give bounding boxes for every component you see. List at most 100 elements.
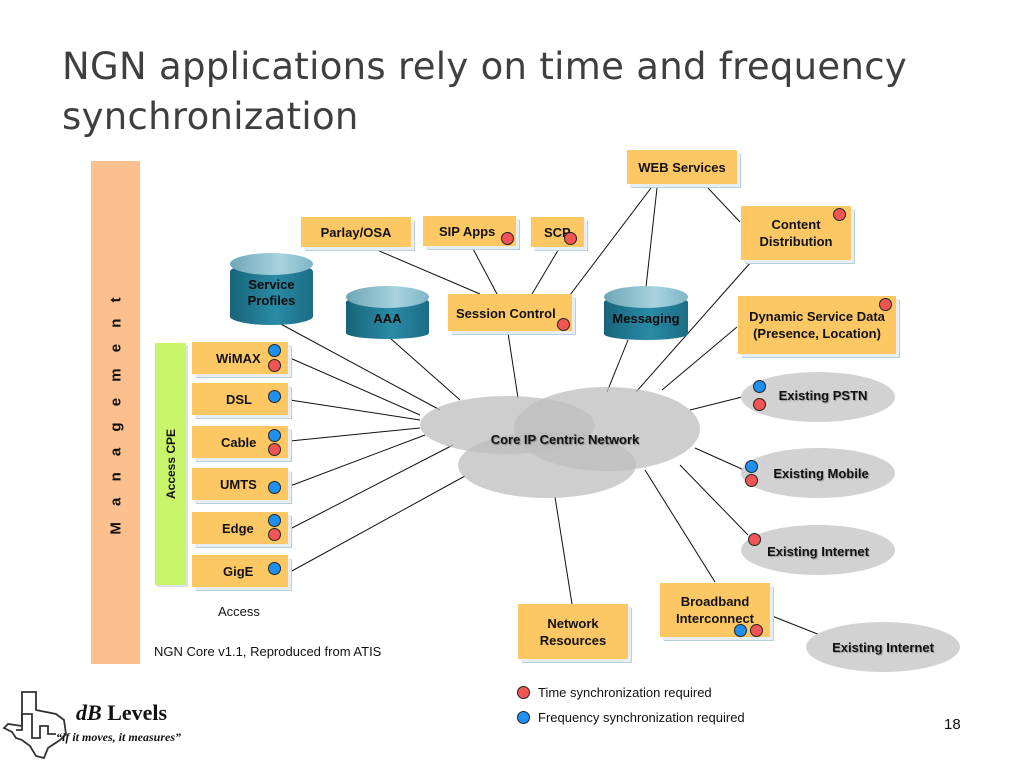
dynamic-service-data-label-line1: Dynamic Service Data bbox=[749, 309, 885, 324]
existing-mobile: Existing Mobile bbox=[741, 448, 895, 498]
sip-apps-label: SIP Apps bbox=[439, 223, 496, 239]
time-sync-icon bbox=[750, 624, 763, 637]
link-core-pstn bbox=[689, 396, 743, 411]
frequency-sync-icon bbox=[745, 460, 758, 473]
existing-internet-2-label: Existing Internet bbox=[832, 639, 934, 655]
link-web-session bbox=[569, 187, 652, 296]
link-edge-core bbox=[289, 444, 454, 530]
access-caption: Access bbox=[218, 604, 260, 619]
frequency-sync-icon bbox=[753, 380, 766, 393]
legend-time-sync: Time synchronization required bbox=[517, 685, 712, 700]
link-core-netres bbox=[554, 496, 573, 605]
link-wimax-core bbox=[289, 357, 421, 416]
time-sync-icon bbox=[833, 208, 846, 221]
service-profiles-label-line1: Service bbox=[248, 277, 295, 292]
link-messaging-core bbox=[606, 339, 629, 393]
page-number: 18 bbox=[944, 716, 961, 733]
logo-name-italic: dB bbox=[76, 700, 102, 725]
frequency-sync-icon bbox=[268, 429, 281, 442]
broadband-interconnect-label-line1: Broadband bbox=[680, 594, 750, 609]
core-network-label: Core IP Centric Network bbox=[490, 432, 640, 447]
broadband-interconnect-box: Broadband Interconnect bbox=[660, 583, 770, 637]
link-session-core bbox=[507, 332, 519, 399]
legend-frequency-sync: Frequency synchronization required bbox=[517, 710, 745, 725]
access-node-label: GigE bbox=[223, 563, 254, 579]
link-profiles-core bbox=[276, 321, 441, 411]
content-distribution-box: Content Distribution bbox=[741, 206, 851, 260]
time-sync-icon bbox=[268, 528, 281, 541]
sip-apps-box: SIP Apps bbox=[423, 216, 516, 246]
access-node-label: Edge bbox=[222, 520, 254, 536]
link-core-mobile bbox=[694, 447, 745, 471]
web-services-box: WEB Services bbox=[627, 150, 737, 184]
access-node-label: Cable bbox=[221, 434, 257, 450]
access-cpe-label: Access CPE bbox=[163, 428, 178, 500]
link-content-core bbox=[635, 261, 752, 393]
parlay-osa-label: Parlay/OSA bbox=[320, 224, 392, 240]
messaging-label: Messaging bbox=[612, 311, 680, 326]
content-distribution-label-line2: Distribution bbox=[759, 234, 833, 249]
link-cable-core bbox=[289, 427, 421, 442]
time-sync-icon bbox=[753, 398, 766, 411]
link-dynamic-core bbox=[661, 326, 738, 391]
time-sync-icon bbox=[268, 443, 281, 456]
frequency-sync-icon bbox=[268, 562, 281, 575]
existing-pstn: Existing PSTN bbox=[741, 372, 895, 422]
cylinder-top bbox=[346, 286, 429, 308]
source-caption: NGN Core v1.1, Reproduced from ATIS bbox=[154, 644, 382, 659]
db-levels-logo: dB Levels “if it moves, it measures” bbox=[2, 690, 212, 762]
link-broadband-internet2 bbox=[771, 615, 821, 636]
link-parlay-session bbox=[369, 246, 481, 295]
time-sync-icon bbox=[501, 232, 514, 245]
link-web-messaging bbox=[644, 187, 658, 297]
logo-name-rest: Levels bbox=[101, 700, 168, 725]
session-control-box: Session Control bbox=[448, 294, 572, 331]
service-profiles-label-line2: Profiles bbox=[247, 293, 296, 308]
cylinder-top bbox=[230, 253, 313, 275]
time-sync-icon bbox=[748, 533, 761, 546]
existing-pstn-label: Existing PSTN bbox=[778, 387, 868, 403]
link-gige-core bbox=[289, 475, 466, 573]
time-sync-icon bbox=[564, 232, 577, 245]
time-sync-icon bbox=[268, 359, 281, 372]
access-node-label: UMTS bbox=[220, 476, 257, 492]
legend-frequency-label: Frequency synchronization required bbox=[538, 710, 745, 725]
dynamic-service-data-label-line2: (Presence, Location) bbox=[753, 326, 881, 341]
link-web-content bbox=[707, 187, 741, 223]
texas-map-icon bbox=[2, 691, 67, 760]
cylinder-top bbox=[604, 286, 688, 308]
existing-internet-1: Existing Internet bbox=[741, 525, 895, 575]
session-control-label: Session Control bbox=[456, 306, 556, 321]
time-sync-icon bbox=[879, 298, 892, 311]
access-node-gige: GigE bbox=[192, 555, 288, 587]
network-resources-label-line1: Network bbox=[547, 615, 599, 631]
legend-time-label: Time synchronization required bbox=[538, 685, 712, 700]
frequency-sync-icon bbox=[268, 481, 281, 494]
access-cpe-bar: Access CPE bbox=[155, 343, 186, 585]
database-messaging: Messaging bbox=[604, 286, 688, 340]
parlay-osa-box: Parlay/OSA bbox=[301, 217, 411, 247]
logo-name: dB Levels bbox=[76, 700, 167, 726]
logo-tagline: “if it moves, it measures” bbox=[56, 730, 181, 744]
web-services-label: WEB Services bbox=[638, 159, 726, 175]
frequency-sync-icon bbox=[268, 514, 281, 527]
network-resources-label-line2: Resources bbox=[539, 632, 607, 648]
access-node-label: DSL bbox=[226, 391, 252, 407]
frequency-sync-icon bbox=[734, 624, 747, 637]
frequency-sync-icon bbox=[268, 390, 281, 403]
existing-mobile-label: Existing Mobile bbox=[773, 465, 869, 481]
database-aaa: AAA bbox=[346, 286, 429, 339]
access-node-label: WiMAX bbox=[216, 350, 261, 366]
management-label: M a n a g e m e n t bbox=[107, 290, 124, 535]
dynamic-service-data-box: Dynamic Service Data (Presence, Location… bbox=[738, 296, 896, 354]
time-sync-icon bbox=[557, 318, 570, 331]
link-umts-core bbox=[289, 434, 426, 487]
link-dsl-core bbox=[289, 399, 421, 421]
link-sip-session bbox=[471, 246, 498, 295]
aaa-label: AAA bbox=[373, 311, 402, 326]
time-sync-icon bbox=[517, 686, 530, 699]
content-distribution-label-line1: Content bbox=[771, 217, 821, 232]
network-resources-box: Network Resources bbox=[518, 604, 628, 659]
time-sync-icon bbox=[745, 474, 758, 487]
